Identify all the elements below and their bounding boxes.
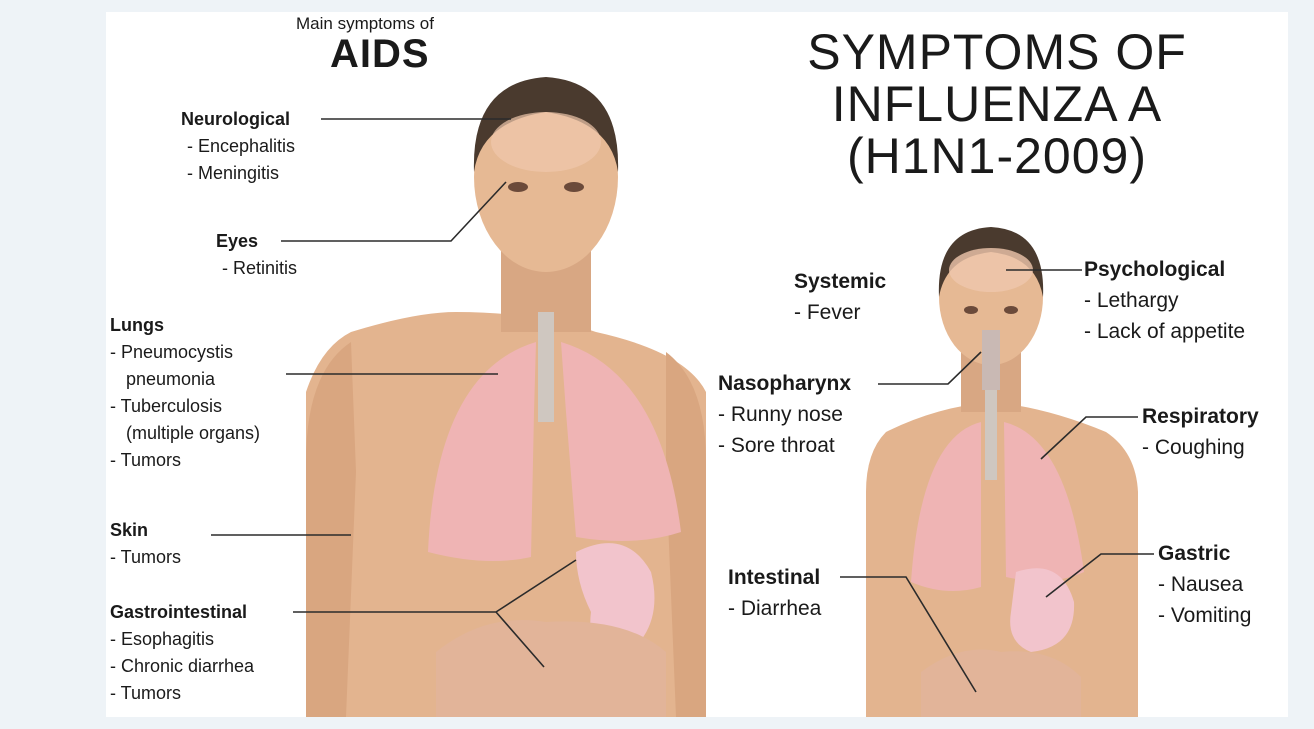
influenza-title: SYMPTOMS OF INFLUENZA A (H1N1-2009) [792, 26, 1202, 182]
gastric-group: Gastric - Nausea - Vomiting [1158, 538, 1251, 631]
psychological-group: Psychological - Lethargy - Lack of appet… [1084, 254, 1245, 347]
symptom-item: - Chronic diarrhea [110, 653, 254, 680]
lungs-heading: Lungs [110, 312, 260, 339]
neurological-group: Neurological - Encephalitis - Meningitis [181, 106, 295, 187]
gastrointestinal-group: Gastrointestinal - Esophagitis - Chronic… [110, 599, 254, 707]
symptom-item: - Runny nose [718, 399, 851, 430]
aids-subtitle: Main symptoms of [296, 14, 434, 34]
influenza-diagram-panel: SYMPTOMS OF INFLUENZA A (H1N1-2009) Syst… [706, 12, 1288, 717]
systemic-group: Systemic - Fever [794, 266, 886, 328]
neurological-heading: Neurological [181, 106, 295, 133]
symptom-item: - Tumors [110, 447, 260, 474]
nasopharynx-group: Nasopharynx - Runny nose - Sore throat [718, 368, 851, 461]
symptom-item: - Diarrhea [728, 593, 821, 624]
symptom-item: - Nausea [1158, 569, 1251, 600]
intestinal-heading: Intestinal [728, 562, 821, 593]
skin-group: Skin - Tumors [110, 517, 181, 571]
intestinal-group: Intestinal - Diarrhea [728, 562, 821, 624]
lungs-group: Lungs - Pneumocystis pneumonia - Tubercu… [110, 312, 260, 474]
psychological-heading: Psychological [1084, 254, 1245, 285]
symptom-item: - Encephalitis [181, 133, 295, 160]
influenza-title-line: INFLUENZA A [792, 78, 1202, 130]
skin-heading: Skin [110, 517, 181, 544]
symptom-item: - Tumors [110, 544, 181, 571]
gastric-heading: Gastric [1158, 538, 1251, 569]
symptom-item: - Sore throat [718, 430, 851, 461]
aids-title: AIDS [330, 32, 430, 77]
symptom-item: - Meningitis [181, 160, 295, 187]
symptom-item: - Pneumocystis [110, 339, 260, 366]
symptom-item: pneumonia [110, 366, 260, 393]
influenza-title-line: SYMPTOMS OF [792, 26, 1202, 78]
symptom-item: (multiple organs) [110, 420, 260, 447]
nasopharynx-heading: Nasopharynx [718, 368, 851, 399]
influenza-title-line: (H1N1-2009) [792, 130, 1202, 182]
symptom-item: - Fever [794, 297, 886, 328]
symptom-item: - Lethargy [1084, 285, 1245, 316]
symptom-item: - Retinitis [216, 255, 297, 282]
symptom-item: - Tuberculosis [110, 393, 260, 420]
gastrointestinal-heading: Gastrointestinal [110, 599, 254, 626]
symptom-item: - Lack of appetite [1084, 316, 1245, 347]
symptom-item: - Esophagitis [110, 626, 254, 653]
respiratory-group: Respiratory - Coughing [1142, 401, 1259, 463]
symptom-item: - Tumors [110, 680, 254, 707]
respiratory-heading: Respiratory [1142, 401, 1259, 432]
symptom-item: - Vomiting [1158, 600, 1251, 631]
symptom-item: - Coughing [1142, 432, 1259, 463]
eyes-heading: Eyes [216, 228, 297, 255]
aids-diagram-panel: Main symptoms of AIDS Neurological - Enc… [106, 12, 706, 717]
systemic-heading: Systemic [794, 266, 886, 297]
eyes-group: Eyes - Retinitis [216, 228, 297, 282]
